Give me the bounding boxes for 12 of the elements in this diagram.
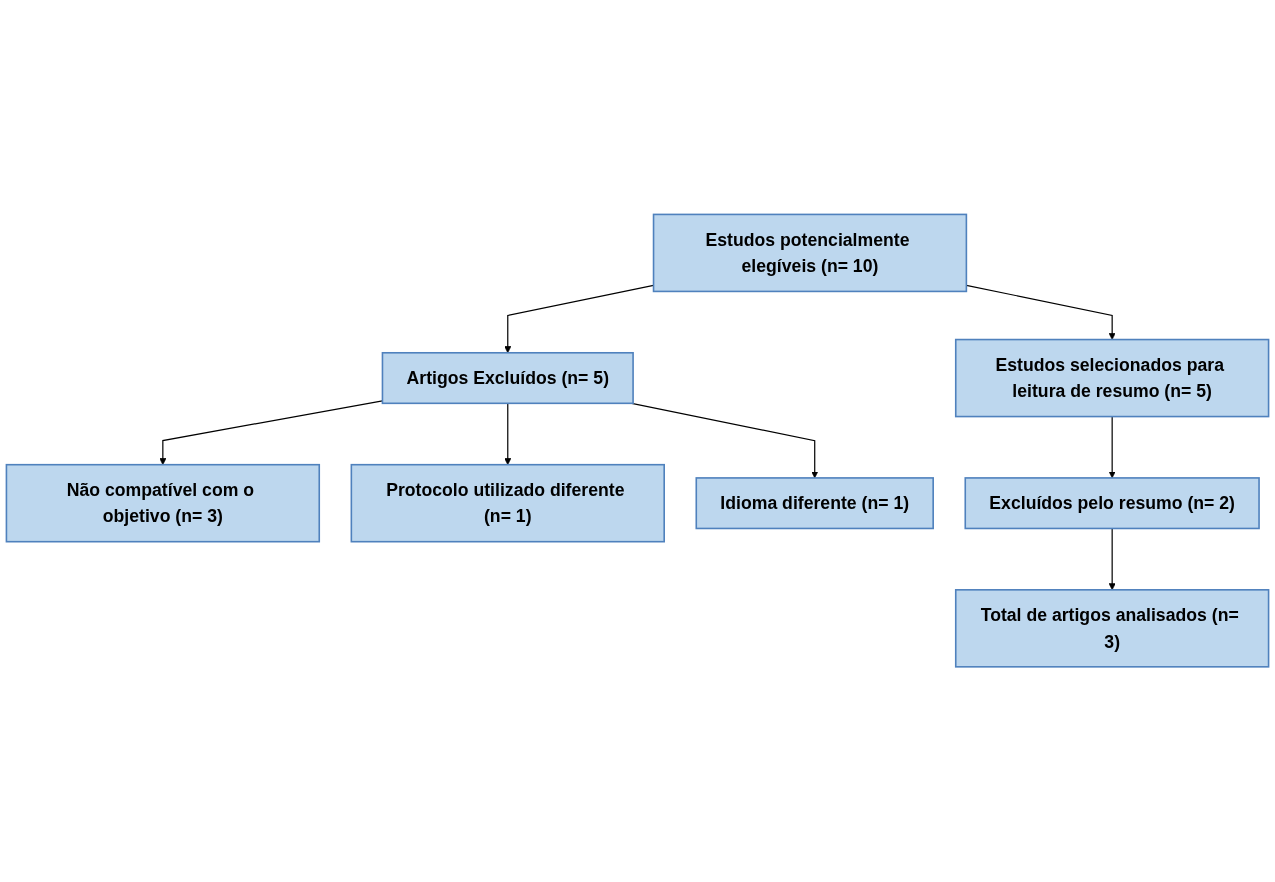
node-box: Não compatível com o objetivo (n= 3) [5,464,321,543]
arrow [1108,528,1116,591]
node-box: Protocolo utilizado diferente (n= 1) [350,464,665,543]
node-box: Estudos selecionados para leitura de resumo (n= 5) [954,339,1270,418]
arrow [631,403,819,479]
node-box: Idioma diferente (n= 1) [695,477,934,530]
node-box: Artigos Excluídos (n= 5) [381,352,634,405]
arrow [504,403,512,466]
arrow [1108,416,1116,479]
node-box: Excluídos pelo resumo (n= 2) [964,477,1260,530]
node-box: Total de artigos analisados (n= 3) [954,589,1270,668]
node-box: Estudos potencialmente elegíveis (n= 10) [652,214,968,293]
